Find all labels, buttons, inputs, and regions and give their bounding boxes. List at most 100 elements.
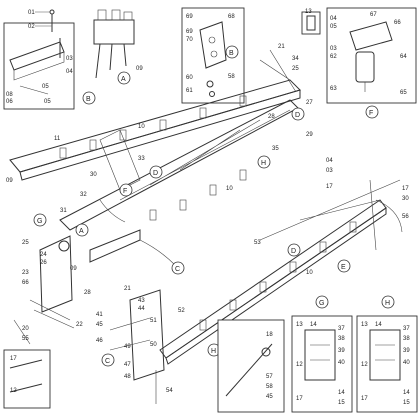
part-label: 66: [22, 280, 29, 286]
callout-letter: F: [369, 110, 373, 117]
inset-valve-block: B A: [82, 9, 135, 105]
part-label: 63: [330, 86, 337, 92]
callout-letter: D: [295, 112, 300, 119]
part-label: 38: [403, 336, 410, 342]
filter-cartridge-icon: [306, 15, 316, 31]
part-label: 41: [96, 312, 103, 318]
part-label: 12: [296, 362, 303, 368]
part-label: 13: [296, 322, 303, 328]
valve-knob: [111, 9, 121, 21]
part-label: 12: [361, 362, 368, 368]
callout-letter: D: [291, 248, 296, 255]
part-label: 13: [361, 322, 368, 328]
part-label: 61: [186, 88, 193, 94]
part-label: 05: [330, 24, 337, 30]
inset-bracket-g: G 13 14 37 38 39 40 12 17 14 15: [291, 295, 353, 413]
part-label: 30: [90, 172, 97, 178]
part-label: 03: [330, 46, 337, 52]
part-label: 31: [60, 208, 67, 214]
part-label: 40: [403, 360, 410, 366]
callout-letter: H: [211, 348, 216, 355]
part-label: 03: [326, 168, 333, 174]
part-label: 51: [150, 318, 157, 324]
part-label: 04: [330, 16, 337, 22]
callout-letter: A: [79, 228, 84, 235]
callout-letter: B: [86, 96, 91, 103]
rail-bolt: [19, 85, 49, 95]
part-label: 17: [10, 356, 17, 362]
part-label: 45: [96, 322, 103, 328]
inset-bracket: 69 68 69 70 60 58 61 B: [181, 7, 245, 104]
part-label: 46: [96, 338, 103, 344]
bolt-icon: [9, 383, 43, 393]
callout-letter: G: [319, 300, 324, 307]
bracket-g-detail: [310, 344, 330, 361]
part-label: 30: [402, 196, 409, 202]
clip-icon: [261, 347, 271, 357]
callout-circle: [82, 91, 96, 105]
nut-icon: [206, 80, 214, 88]
part-label: 25: [22, 240, 29, 246]
part-label: 40: [338, 360, 345, 366]
part-label: 03: [66, 56, 73, 62]
part-label: 43: [138, 298, 145, 304]
part-label: 37: [403, 326, 410, 332]
left-hinge-section: 25 24 26 23 66 09 28 20 55 22: [13, 235, 91, 345]
part-label: 53: [254, 240, 261, 246]
part-label: 55: [22, 336, 29, 342]
callout-letter: B: [229, 50, 234, 57]
callout-letter: E: [341, 264, 346, 271]
callout-letter: C: [175, 266, 180, 273]
part-label: 02: [28, 24, 35, 30]
bracket-h-plate: [369, 329, 401, 381]
part-label: 04: [66, 69, 73, 75]
part-label: 01: [28, 10, 35, 16]
spring-icon: [58, 240, 70, 252]
mount-arm: [109, 317, 151, 351]
mount-plate: [129, 289, 165, 381]
part-label: 10: [306, 270, 313, 276]
part-label: 48: [124, 374, 131, 380]
part-label: 25: [292, 66, 299, 72]
bolt-head-icon: [49, 9, 55, 15]
part-label: 14: [375, 322, 382, 328]
part-label: 67: [370, 12, 377, 18]
part-label: 57: [266, 374, 273, 380]
valve-body: [93, 19, 135, 45]
part-label: 62: [330, 54, 337, 60]
crossmember: [99, 129, 141, 191]
nozzle-row: [199, 221, 357, 331]
part-label: 22: [76, 322, 83, 328]
valve-knob: [97, 9, 107, 21]
right-boom-rail-lower: [165, 207, 387, 365]
part-label: 45: [266, 394, 273, 400]
part-label: 11: [54, 136, 61, 142]
part-label: 52: [178, 308, 185, 314]
part-label: 39: [403, 348, 410, 354]
part-label: 54: [166, 388, 173, 394]
callout-letter: F: [123, 188, 127, 195]
part-label: 33: [138, 156, 145, 162]
inset-rail-detail: 01 02 03 04 05 08 06 05: [3, 9, 75, 110]
inset-bottom-left: 17 12: [3, 349, 51, 409]
hinge-arm: [29, 299, 75, 329]
part-label: 65: [400, 90, 407, 96]
callout-letter: A: [121, 76, 126, 83]
filter-bracket: [349, 21, 393, 51]
part-label: 17: [326, 184, 333, 190]
bracket-g-plate: [304, 329, 336, 381]
callout-letter: H: [385, 300, 390, 307]
right-boom-upper: [259, 179, 401, 241]
part-label: 05: [44, 99, 51, 105]
valve-knob: [123, 11, 133, 21]
pin-icon: [225, 343, 273, 397]
part-label: 58: [228, 74, 235, 80]
callout-circle: [117, 71, 131, 85]
part-label: 38: [338, 336, 345, 342]
part-label: 14: [310, 322, 317, 328]
part-label: 69: [186, 14, 193, 20]
part-label: 44: [138, 306, 145, 312]
nozzle-row: [59, 95, 247, 221]
part-label: 39: [338, 348, 345, 354]
inset-filter-small: 13: [301, 9, 321, 35]
